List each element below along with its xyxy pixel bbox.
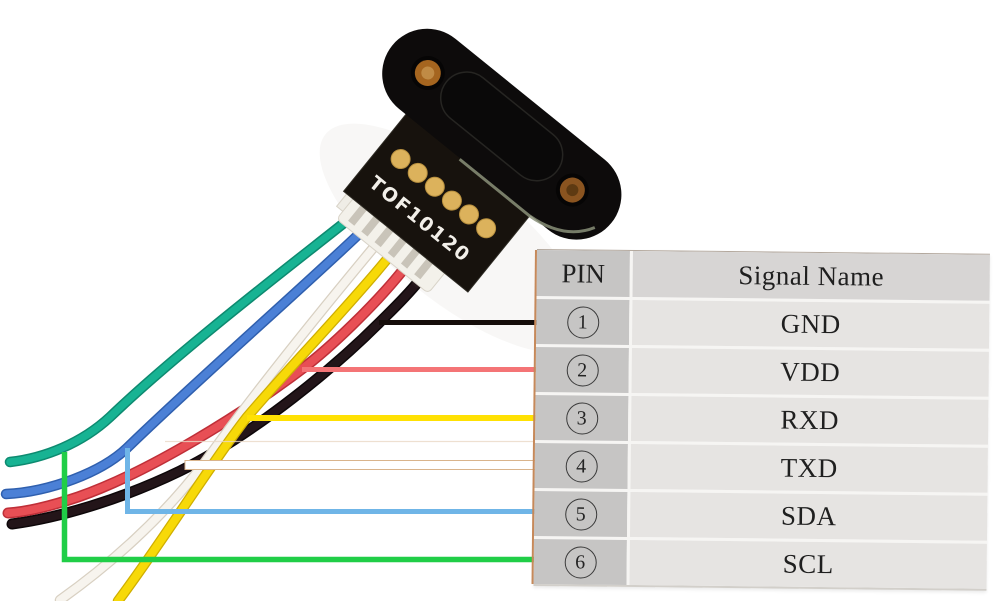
pin-number-badge: 3 [565, 401, 598, 435]
table-row-sda: 5 SDA [533, 487, 988, 541]
scl-line [61, 452, 537, 563]
sda-line [125, 448, 537, 514]
pin-number-badge: 2 [566, 353, 599, 387]
pin-cell: 6 [533, 538, 627, 585]
pin-header: PIN [536, 249, 630, 297]
mounting-hole-left [410, 56, 445, 91]
connector-crimps [348, 203, 435, 280]
pin-table: PIN Signal Name 1 GND 2 VDD 3 RXD 4 TXD [531, 249, 990, 591]
tof-sensor-module: TOF10120 [319, 28, 622, 353]
table-header-row: PIN Signal Name [536, 249, 990, 301]
pin-number-badge: 4 [565, 449, 598, 483]
pin-cell: 5 [533, 490, 628, 537]
optics-cover [439, 71, 564, 182]
black-wire-core [8, 278, 422, 528]
pin-cell: 1 [536, 298, 630, 345]
signal-cell: RXD [627, 395, 989, 445]
pcb-edge-highlight [458, 158, 596, 234]
table-row-rxd: 3 RXD [534, 391, 989, 445]
pin-number-badge: 6 [564, 545, 597, 579]
signal-name-header: Signal Name [629, 250, 990, 301]
pin-number-badge: 5 [564, 497, 597, 531]
table-row-scl: 6 SCL [533, 535, 987, 589]
table-row-vdd: 2 VDD [535, 343, 989, 397]
pin-cell: 3 [534, 394, 629, 441]
table-row-txd: 4 TXD [534, 439, 988, 493]
wire-bundle [0, 217, 424, 601]
signal-cell: GND [629, 299, 990, 349]
blue-wire-core [2, 230, 363, 498]
solder-pads [390, 149, 497, 239]
table-row-gnd: 1 GND [536, 295, 990, 349]
teal-wire-core [6, 219, 348, 466]
signal-cell: VDD [628, 347, 989, 397]
pin-cell: 2 [535, 346, 629, 393]
red-wire-core [4, 266, 407, 517]
annotation-lines [61, 320, 538, 563]
signal-cell: SCL [626, 539, 987, 589]
pin-cell: 4 [534, 442, 628, 489]
txd-line [184, 460, 538, 470]
signal-cell: TXD [627, 443, 988, 493]
mounting-hole-right [555, 173, 589, 207]
pin-number-badge: 1 [566, 305, 599, 339]
signal-cell: SDA [626, 491, 988, 541]
